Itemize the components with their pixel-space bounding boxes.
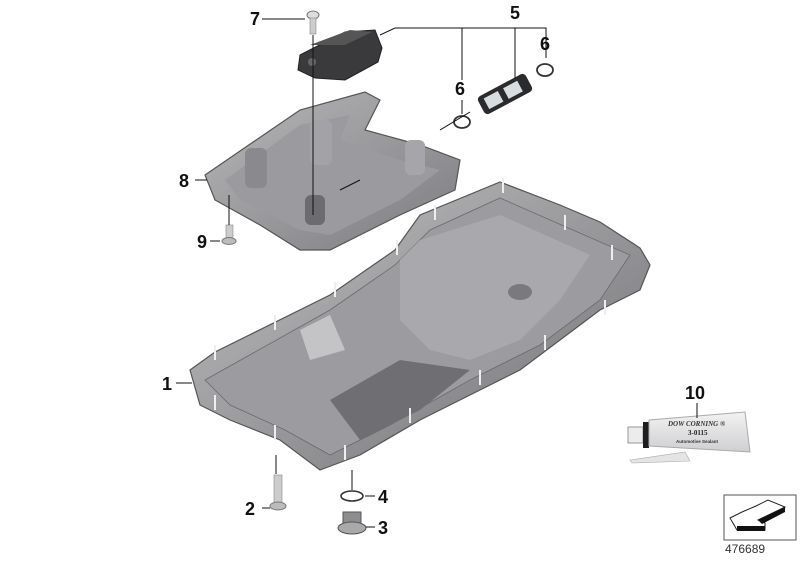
callout-6-right: 6 xyxy=(540,34,551,54)
oil-pan-part[interactable] xyxy=(189,178,651,471)
bolt-9-part[interactable] xyxy=(221,224,237,245)
strainer-cover-part[interactable] xyxy=(297,29,383,81)
callout-4: 4 xyxy=(378,487,389,507)
sealant-tube-10-part[interactable] xyxy=(627,411,751,464)
screw-7-part[interactable] xyxy=(306,10,320,35)
bolt-2-part[interactable] xyxy=(269,474,287,511)
drain-plug-3-part[interactable] xyxy=(337,511,367,535)
sealant-code-label: 3-0115 xyxy=(688,429,708,437)
sealant-description-label: Automotive Sealant xyxy=(676,439,719,444)
o-ring-6-left[interactable] xyxy=(453,115,471,129)
callout-6-left: 6 xyxy=(455,79,466,99)
callout-9: 9 xyxy=(197,232,208,252)
callout-3: 3 xyxy=(378,518,389,538)
o-ring-6-right[interactable] xyxy=(536,63,554,77)
callout-8: 8 xyxy=(179,171,190,191)
diagram-number: 476689 xyxy=(725,542,766,556)
callout-7: 7 xyxy=(250,9,261,29)
callout-5: 5 xyxy=(510,3,521,23)
seal-ring-4-part[interactable] xyxy=(340,490,364,502)
strainer-5-part[interactable] xyxy=(476,72,533,115)
oil-baffle-part[interactable] xyxy=(204,91,461,251)
callout-1: 1 xyxy=(162,374,173,394)
callout-2: 2 xyxy=(245,499,256,519)
sealant-brand-label: DOW CORNING ® xyxy=(668,420,726,428)
orientation-arrow-icon xyxy=(723,494,797,541)
callout-10: 10 xyxy=(685,383,706,403)
